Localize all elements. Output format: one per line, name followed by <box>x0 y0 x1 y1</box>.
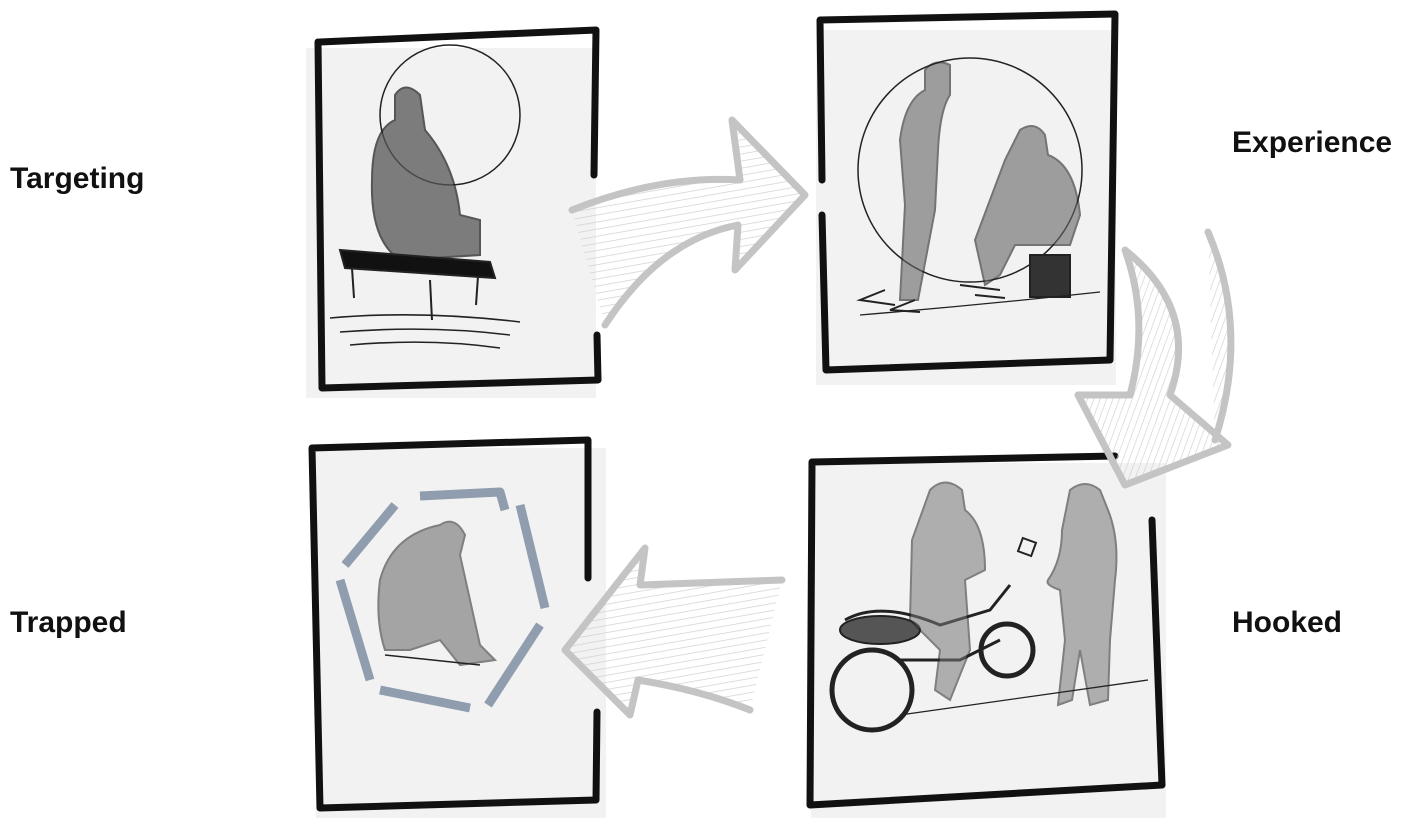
arrow-targeting-to-experience <box>568 116 809 329</box>
stage-label-trapped: Trapped <box>10 606 127 639</box>
motorbike-dealer-sketch <box>829 481 1149 733</box>
two-people-sketch <box>856 57 1101 316</box>
trapped-panel <box>308 436 606 818</box>
cage-sketch <box>335 487 550 713</box>
crouching-person-sketch <box>377 520 498 667</box>
hooked-panel <box>806 452 1166 818</box>
lonely-person-sketch <box>329 44 521 349</box>
experience-panel <box>816 10 1119 385</box>
stage-label-hooked: Hooked <box>1232 606 1343 639</box>
trapped-frame <box>308 436 601 812</box>
targeting-panel <box>306 26 602 398</box>
stage-label-targeting: Targeting <box>10 162 145 195</box>
hooked-frame <box>806 452 1166 809</box>
experience-frame <box>816 10 1119 374</box>
stage-label-experience: Experience <box>1232 126 1393 159</box>
targeting-frame <box>314 26 602 392</box>
arrow-experience-to-hooked <box>1074 228 1235 489</box>
arrow-hooked-to-trapped <box>561 544 786 719</box>
